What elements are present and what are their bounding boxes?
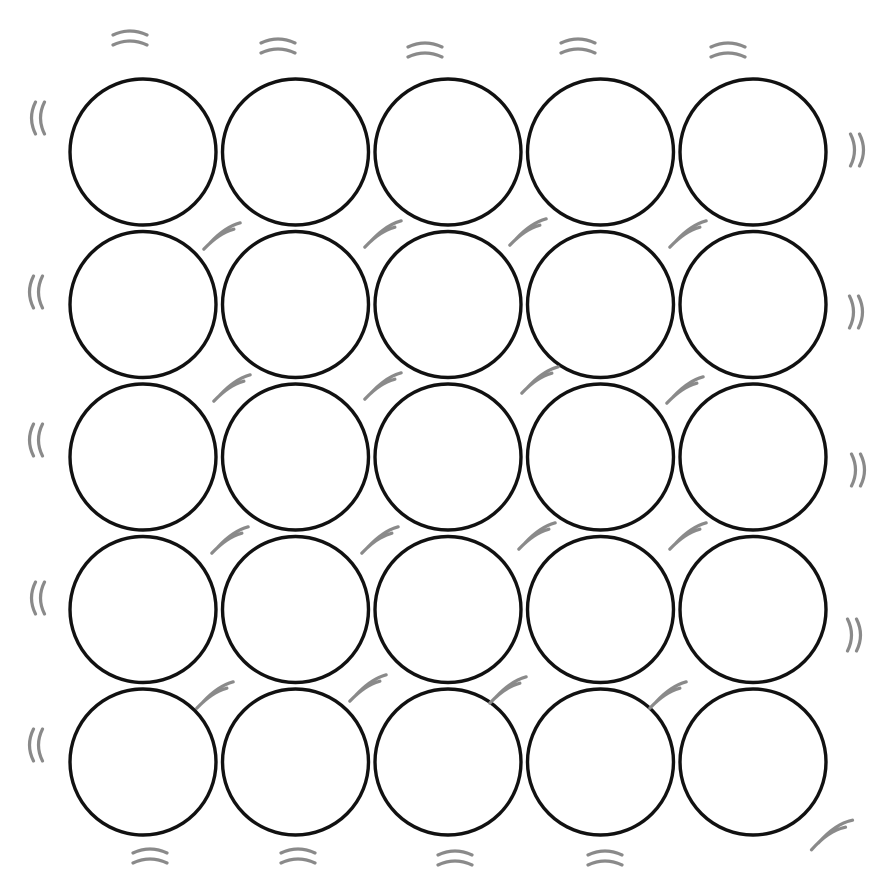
particle-r3-c1	[70, 384, 216, 530]
particle-r3-c2	[223, 384, 369, 530]
vibration-mark-30	[519, 523, 555, 549]
particle-r3-c3	[375, 384, 521, 530]
vibration-mark-6	[133, 849, 167, 863]
particle-r1-c1	[70, 79, 216, 225]
vibration-mark-8	[438, 851, 472, 865]
particle-r5-c3	[375, 689, 521, 835]
vibration-mark-22	[510, 219, 546, 245]
vibration-mark-33	[350, 675, 386, 701]
particle-r4-c4	[528, 537, 674, 683]
particle-grid	[70, 79, 826, 835]
vibration-mark-17	[850, 296, 863, 328]
particle-r1-c4	[528, 79, 674, 225]
vibration-mark-23	[670, 221, 706, 247]
vibration-mark-3	[408, 43, 442, 57]
vibration-mark-11	[32, 102, 45, 134]
vibration-mark-31	[670, 523, 706, 549]
vibration-mark-7	[281, 849, 315, 863]
vibration-mark-13	[30, 424, 43, 456]
vibration-mark-27	[667, 377, 703, 403]
particle-r2-c5	[680, 232, 826, 378]
vibration-mark-29	[362, 527, 398, 553]
vibration-mark-18	[852, 454, 865, 486]
vibration-mark-10	[812, 820, 853, 850]
vibration-mark-24	[214, 375, 250, 401]
particle-r2-c2	[223, 232, 369, 378]
vibration-mark-16	[851, 134, 864, 166]
vibration-mark-34	[490, 677, 526, 703]
particle-r5-c1	[70, 689, 216, 835]
particle-r4-c2	[223, 537, 369, 683]
vibration-mark-14	[32, 582, 45, 614]
particle-r5-c4	[528, 689, 674, 835]
vibration-mark-28	[212, 527, 248, 553]
vibration-mark-9	[588, 851, 622, 865]
vibration-mark-32	[197, 682, 233, 708]
particle-r4-c5	[680, 537, 826, 683]
vibration-mark-4	[561, 39, 595, 53]
particle-r5-c2	[223, 689, 369, 835]
particle-r3-c4	[528, 384, 674, 530]
particle-r5-c5	[680, 689, 826, 835]
particle-r2-c1	[70, 232, 216, 378]
vibration-mark-12	[30, 276, 43, 308]
particle-r2-c3	[375, 232, 521, 378]
particle-r1-c5	[680, 79, 826, 225]
vibration-mark-5	[711, 43, 745, 57]
vibration-mark-26	[522, 367, 558, 393]
vibration-mark-19	[848, 619, 861, 651]
particle-r2-c4	[528, 232, 674, 378]
particle-r4-c1	[70, 537, 216, 683]
vibration-mark-25	[365, 373, 401, 399]
particle-r3-c5	[680, 384, 826, 530]
vibration-mark-20	[204, 223, 240, 249]
particle-r4-c3	[375, 537, 521, 683]
vibration-mark-15	[30, 729, 43, 761]
vibration-mark-35	[650, 682, 686, 708]
vibration-mark-2	[261, 39, 295, 53]
vibration-mark-1	[113, 31, 147, 45]
particle-r1-c2	[223, 79, 369, 225]
vibration-mark-21	[365, 221, 401, 247]
particle-r1-c3	[375, 79, 521, 225]
